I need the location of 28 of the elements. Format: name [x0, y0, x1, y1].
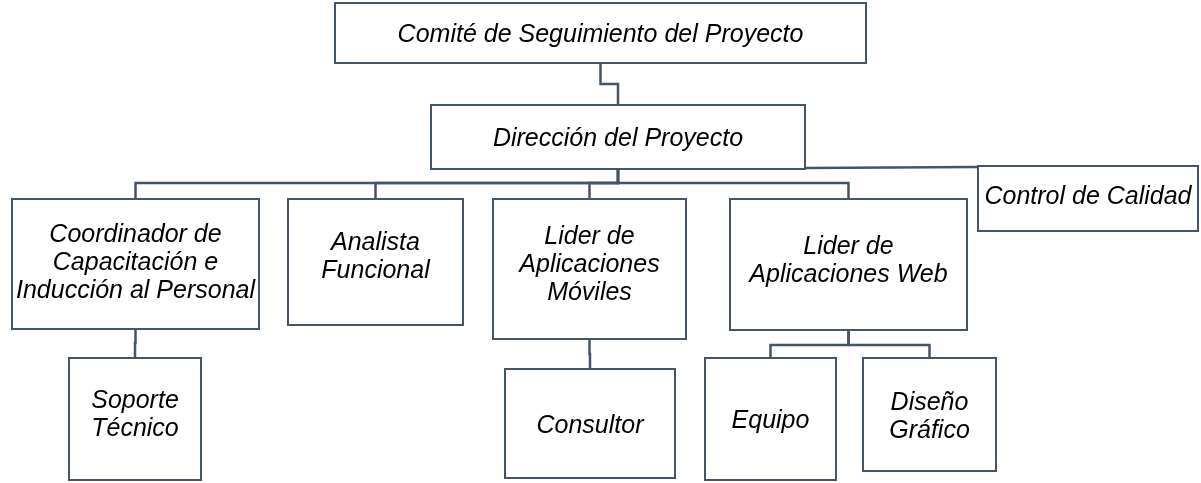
connector-line [133, 330, 137, 357]
role-label: Lider de Aplicaciones Móviles [517, 221, 661, 305]
connector-line [599, 64, 620, 104]
role-label: Dirección del Proyecto [492, 123, 744, 151]
org-box [68, 357, 202, 481]
org-box [977, 165, 1199, 232]
org-box [11, 198, 260, 330]
org-box [729, 198, 968, 331]
role-label: Lider de Aplicaciones Web [747, 230, 949, 287]
role-label: Analista Funcional [320, 227, 432, 283]
role-label: Soporte Técnico [90, 385, 180, 441]
role-label: Consultor [536, 409, 644, 438]
role-label: Control de Calidad [984, 180, 1192, 209]
connector-line [588, 340, 592, 368]
role-label: Equipo [731, 405, 810, 433]
role-label: Diseño Gráfico [888, 386, 971, 443]
org-box [430, 104, 806, 170]
connector-line [806, 165, 977, 170]
org-box [704, 357, 837, 481]
org-box [334, 2, 867, 64]
org-box [287, 198, 464, 326]
role-label: Comité de Seguimiento del Proyecto [397, 19, 804, 47]
org-box [504, 368, 676, 479]
connector-line [847, 331, 931, 357]
org-box [492, 198, 687, 340]
role-label: Coordinador de Capacitación e Inducción al Personal [15, 219, 256, 303]
org-box [862, 357, 997, 472]
connector-line [616, 170, 850, 198]
